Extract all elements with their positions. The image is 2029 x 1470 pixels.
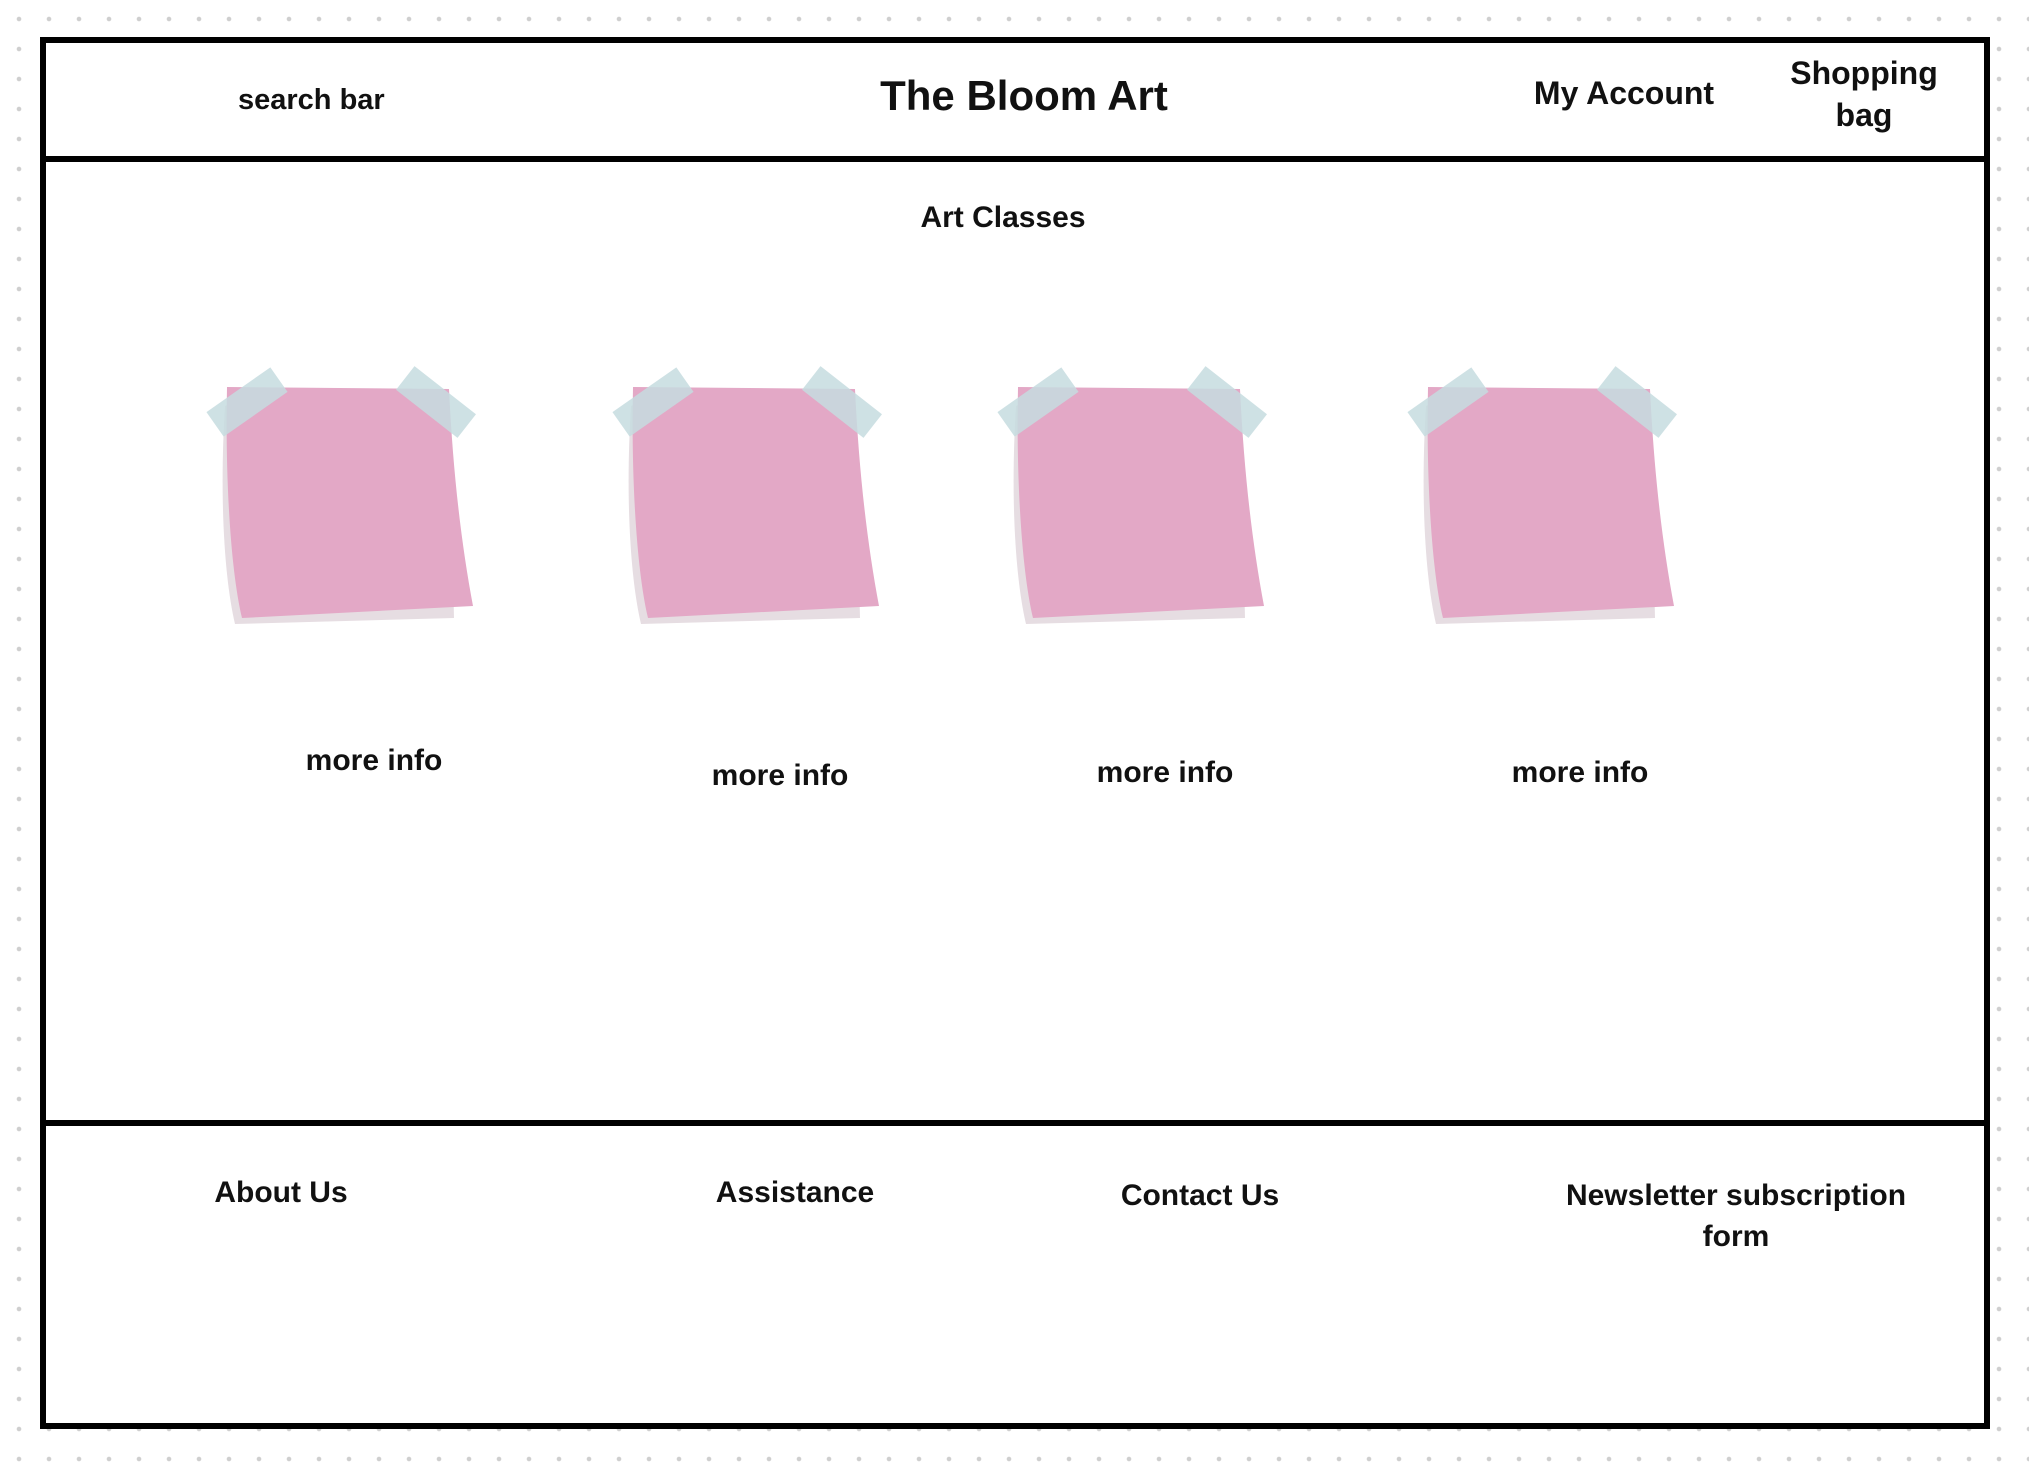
newsletter-label-line1: Newsletter subscription [1565,1179,1907,1212]
about-us-link[interactable]: About Us [214,1176,348,1209]
assistance-link[interactable]: Assistance [715,1176,875,1209]
more-info-link-1[interactable]: more info [305,744,443,777]
class-card-4[interactable] [1407,352,1700,624]
note-paper [632,387,879,618]
more-info-link-3[interactable]: more info [1096,756,1234,789]
class-card-1[interactable] [206,352,499,624]
section-title: Art Classes [920,201,1086,234]
sticky-note-image [1407,366,1677,624]
tape-left [612,367,694,437]
my-account-link[interactable]: My Account [1533,75,1715,111]
sticky-note-image [206,366,476,624]
class-card-2[interactable] [612,352,905,624]
tape-left [1407,367,1489,437]
sticky-note-image [997,366,1267,624]
sticky-note-image [612,366,882,624]
tape-right [802,366,882,438]
more-info-link-2[interactable]: more info [711,759,849,792]
wireframe-frame: search bar The Bloom Art My Account Shop… [40,37,1990,1429]
note-paper [1017,387,1264,618]
tape-right [1597,366,1677,438]
note-paper [226,387,473,618]
tape-left [206,367,288,437]
more-info-link-4[interactable]: more info [1511,756,1649,789]
contact-us-link[interactable]: Contact Us [1120,1179,1280,1212]
class-card-3[interactable] [997,352,1290,624]
footer-divider [46,1120,1984,1126]
newsletter-subscription-form[interactable]: Newsletter subscription form [1566,1176,1906,1257]
note-paper [1427,387,1674,618]
newsletter-label-line2: form [1702,1219,1770,1253]
tape-right [396,366,476,438]
tape-right [1187,366,1267,438]
tape-left [997,367,1079,437]
site-title: The Bloom Art [880,72,1168,119]
shopping-bag-link[interactable]: Shopping bag [1790,53,1938,136]
header-bar [46,43,1984,162]
search-bar[interactable]: search bar [238,84,385,116]
shopping-bag-label-line2: bag [1835,96,1893,133]
shopping-bag-label-line1: Shopping [1790,55,1938,91]
